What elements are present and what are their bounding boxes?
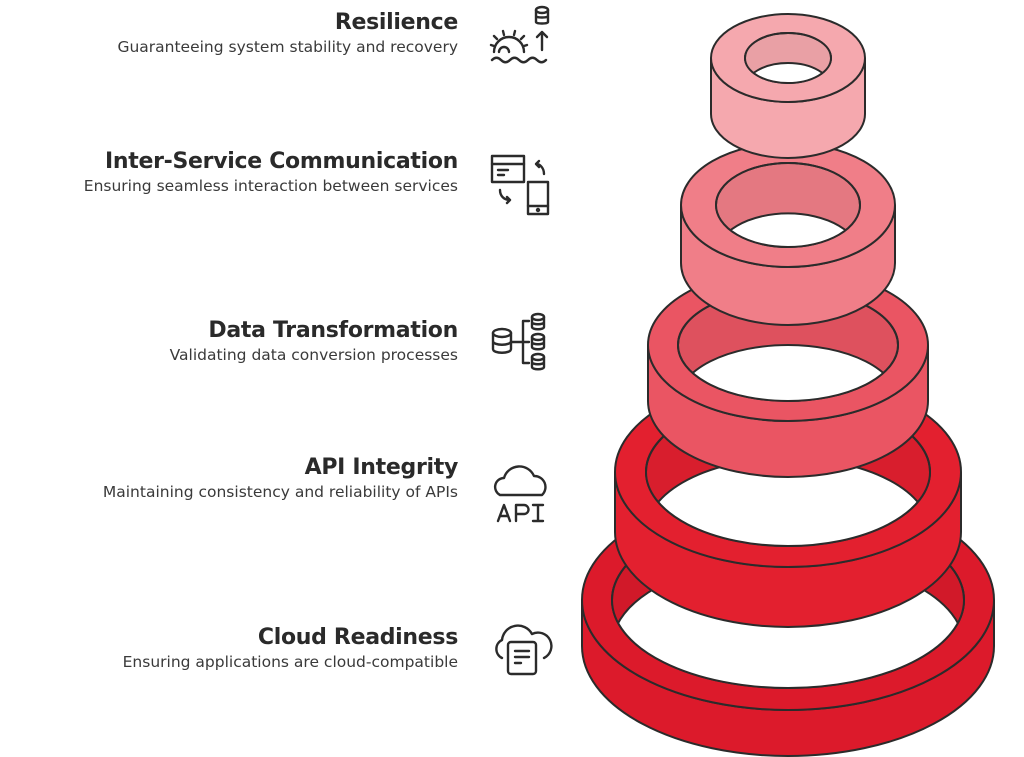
cloud-document-icon (486, 612, 558, 684)
layer-description: Ensuring seamless interaction between se… (83, 177, 458, 195)
layer-description: Validating data conversion processes (169, 346, 458, 364)
ring-hole-edge (715, 162, 861, 248)
ring-2 (679, 142, 897, 326)
layer-label-resilience: Resilience Guaranteeing system stability… (117, 10, 458, 58)
layer-description: Ensuring applications are cloud-compatib… (122, 653, 458, 671)
layer-label-data-transformation: Data Transformation Validating data conv… (169, 318, 459, 366)
layer-label-inter-service-communication: Inter-Service Communication Ensuring sea… (28, 149, 459, 197)
layer-description: Maintaining consistency and reliability … (102, 483, 458, 501)
ring-hole-edge (744, 32, 832, 84)
layer-title: Cloud Readiness (257, 625, 458, 650)
ring-1 (709, 13, 867, 159)
layer-description: Guaranteeing system stability and recove… (117, 38, 458, 56)
gear-database-arrow-icon (486, 2, 558, 74)
layer-title: Data Transformation (208, 318, 458, 343)
cloud-api-icon (486, 455, 558, 527)
layer-title: API Integrity (304, 455, 459, 480)
database-split-icon (486, 305, 558, 377)
layer-title: Resilience (334, 10, 458, 35)
layer-label-api-integrity: API Integrity Maintaining consistency an… (58, 455, 458, 503)
layer-title: Inter-Service Communication (105, 149, 458, 174)
window-phone-exchange-icon (486, 148, 558, 220)
layer-label-cloud-readiness: Cloud Readiness Ensuring applications ar… (122, 625, 459, 673)
